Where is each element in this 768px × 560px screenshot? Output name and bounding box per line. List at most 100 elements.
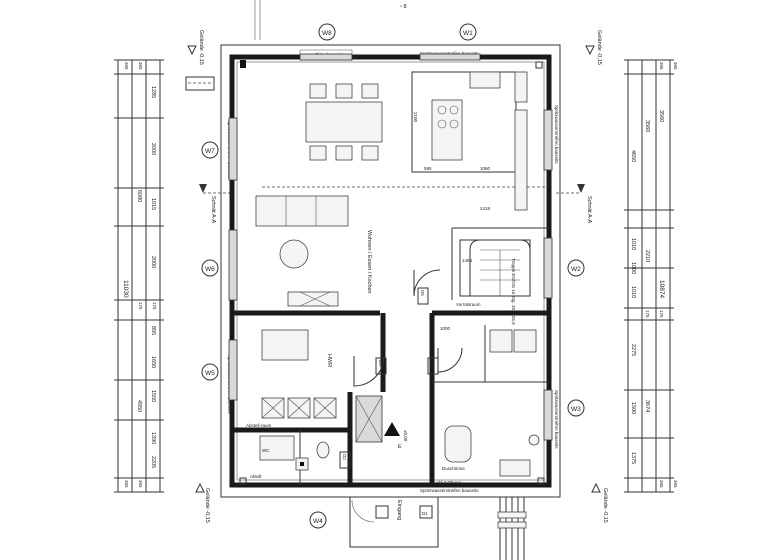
splash-strip-label: Spritzwasserstreifen bauseits	[554, 105, 559, 164]
bathtub	[499, 459, 531, 477]
axis-label: W7	[205, 148, 215, 155]
room-label-wc: WC	[262, 448, 270, 453]
svg-text:Schnitt A-A: Schnitt A-A	[210, 196, 216, 224]
terrain-marker-bottom-left: Gelände -0,15	[195, 482, 210, 523]
left-part-dimension: 2000	[150, 256, 156, 268]
right-outer-dimension: 10874	[658, 280, 665, 298]
kitchen-counter	[411, 71, 528, 211]
marker-e: E	[398, 444, 402, 450]
right-part-dimension: 3560	[658, 110, 664, 122]
svg-text:D4: D4	[430, 360, 435, 366]
right-part-dimension: 4650	[630, 150, 636, 162]
axis-label: W5	[205, 370, 215, 377]
level-label: ±0,00	[403, 430, 408, 442]
left-part-dimension: 1015	[150, 198, 156, 210]
left-part-dimension: 2000	[150, 143, 156, 155]
right-mid-dimension: 3674	[644, 400, 650, 412]
left-outer-dimension: 11030	[122, 280, 129, 298]
entrance-porch	[349, 496, 439, 548]
right-mid-dimension: 3560	[644, 120, 650, 132]
axis-label: W3	[571, 406, 581, 413]
svg-text:D1: D1	[422, 511, 428, 516]
svg-text:D5: D5	[420, 290, 425, 296]
right-part-dimension: 1010	[630, 238, 636, 250]
right-part-dimension: 1010	[630, 286, 636, 298]
right-part-dimension: 2275	[630, 344, 636, 356]
left-part-dimension: 1550	[150, 390, 156, 402]
toilet-bowl-icon	[316, 441, 330, 459]
axis-marker-w8	[318, 23, 336, 41]
dryer	[513, 329, 537, 353]
north-arrow-icon	[384, 422, 400, 436]
staircase	[459, 239, 531, 297]
left-small-dimension: 365	[138, 62, 143, 70]
section-marker-icon: Schnitt A-A	[199, 184, 230, 224]
terrain-marker-top-left: Gelände -0,15	[187, 30, 204, 65]
interior-walls	[232, 227, 549, 485]
kitchen-dimension: 1060	[480, 166, 491, 171]
window-left	[228, 117, 238, 401]
top-mark-text: ▫ 8	[400, 4, 407, 10]
axis-marker-w6	[201, 259, 219, 277]
axis-marker-w7	[201, 141, 219, 159]
door-swing	[353, 355, 385, 387]
axis-marker-w5	[201, 363, 219, 381]
wc-vanity	[259, 435, 295, 461]
left-small-dimension: 365	[124, 480, 129, 488]
axis-label: W1	[463, 30, 473, 37]
right-part-dimension: 1500	[630, 402, 636, 414]
terrain-marker-top-right: Gelände -0,15	[585, 30, 602, 65]
exterior-walls	[229, 54, 552, 488]
door-tag-d5	[417, 287, 429, 305]
right-small-dimension: 175	[645, 310, 650, 318]
stair-label: Treppe EG/OG 16 Stg. 18,3x26,9	[511, 258, 516, 325]
svg-text:Gelände -0,15: Gelände -0,15	[198, 30, 204, 65]
kitchen-dimension: 595	[424, 166, 432, 171]
right-small-dimension: 365	[659, 480, 664, 488]
svg-text:D3: D3	[378, 360, 383, 366]
left-small-dimension: 175	[138, 302, 143, 310]
right-mid-dimension: 2210	[644, 250, 650, 262]
shower-drain-label: Duschrinne	[442, 466, 465, 471]
washing-machine	[489, 329, 513, 353]
section-marker-icon: Schnitt A-A	[556, 184, 592, 224]
tv-board	[287, 291, 339, 307]
stair-dimension: 1464	[462, 258, 473, 263]
right-small-dimension: 175	[659, 310, 664, 318]
left-dimension-chain: 11030 6080 4950 1285 2000 1015 2000 895 …	[114, 59, 164, 493]
washbasin-icon	[528, 434, 540, 446]
right-small-dimension: 365	[659, 62, 664, 70]
kitchen-dimension: 2418	[480, 206, 491, 211]
right-dimension-chain: 10874 3560 2210 3674 4650 1010 1000 1010…	[624, 59, 678, 493]
window-top	[299, 53, 481, 61]
right-part-dimension: 1000	[630, 262, 636, 274]
legend-box	[185, 76, 215, 91]
left-small-dimension: 365	[124, 62, 129, 70]
axis-marker-w4	[309, 511, 327, 529]
hwr-cabinet	[261, 329, 309, 361]
axis-marker-w3	[567, 399, 585, 417]
terrain-marker-bottom-right: Gelände -0,15	[591, 482, 608, 523]
axis-marker-w1	[459, 23, 477, 41]
left-small-dimension: 175	[152, 302, 157, 310]
door-tag-d2	[339, 451, 351, 469]
left-mid-dimension-1: 6080	[136, 190, 142, 202]
right-part-dimension: 1375	[630, 452, 636, 464]
door-tag-d3	[375, 357, 387, 375]
svg-text:Gelände -0,15: Gelände -0,15	[596, 30, 602, 65]
axis-label: W2	[571, 266, 581, 273]
sofa	[255, 195, 349, 227]
door-tag-d4	[427, 357, 439, 375]
room-label-storage: Abstell-raum	[246, 423, 272, 428]
svg-text:Gelände -0,15: Gelände -0,15	[602, 488, 608, 523]
svg-text:Gelände -0,15: Gelände -0,15	[204, 488, 210, 523]
left-part-dimension: 2205	[150, 456, 156, 468]
hall-dimension: 1000	[440, 326, 451, 331]
door-tag-d1b	[419, 505, 433, 519]
left-small-dimension: 365	[138, 480, 143, 488]
left-mid-dimension-2: 4950	[136, 400, 142, 412]
coffee-table	[279, 239, 309, 269]
room-label-living: Wohnen / Essen / Kochen	[366, 230, 372, 294]
